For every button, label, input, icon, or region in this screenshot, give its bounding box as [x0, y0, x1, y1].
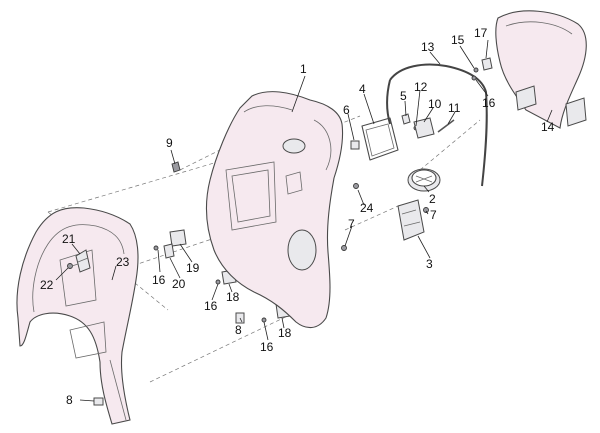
- part-11-pin: [437, 119, 455, 133]
- part-21-bracket: [75, 249, 91, 273]
- part-6-clip: [350, 140, 360, 150]
- callout-labels: 1 2 3 4 5 6 7 7 8 8 9 10 11 12 13 14 15 …: [40, 26, 555, 407]
- callout-12: 12: [414, 80, 428, 94]
- callout-20: 20: [172, 277, 186, 291]
- callout-16-top: 16: [482, 96, 496, 110]
- part-17-clip: [481, 57, 493, 71]
- part-16-screw-d: [471, 75, 477, 81]
- callout-18-lower: 18: [278, 326, 292, 340]
- callout-2: 2: [429, 192, 436, 206]
- callout-leader-lines: [55, 39, 553, 402]
- part-24-screw: [353, 183, 359, 189]
- part-8-clip-bottom: [93, 397, 104, 406]
- callout-8-bottom: 8: [66, 393, 73, 407]
- part-7-screw-left: [341, 245, 347, 251]
- part-14-upper-cover: [495, 10, 587, 129]
- part-15-screw: [473, 67, 479, 73]
- callout-1: 1: [300, 62, 307, 76]
- part-22-screw: [67, 263, 79, 269]
- callout-16-middle: 16: [204, 299, 218, 313]
- callout-9: 9: [166, 136, 173, 150]
- callout-22: 22: [40, 278, 54, 292]
- callout-4: 4: [359, 82, 366, 96]
- callout-23: 23: [116, 255, 130, 269]
- callout-10: 10: [428, 97, 442, 111]
- callout-19: 19: [186, 261, 200, 275]
- callout-7-left: 7: [348, 217, 355, 231]
- callout-16-bottom: 16: [260, 340, 274, 354]
- callout-16-left: 16: [152, 273, 166, 287]
- callout-8-middle: 8: [235, 323, 242, 337]
- callout-5: 5: [400, 89, 407, 103]
- part-16-screw-c: [261, 317, 267, 323]
- part-16-screw-a: [153, 245, 159, 251]
- part-23-front-frame: [16, 207, 139, 425]
- callout-13: 13: [421, 40, 435, 54]
- callout-17: 17: [474, 26, 488, 40]
- part-7-screw-right: [423, 207, 429, 213]
- callout-11: 11: [448, 101, 461, 115]
- part-16-screw-b: [215, 279, 221, 285]
- callout-3: 3: [426, 257, 433, 271]
- callout-7-right: 7: [430, 208, 437, 222]
- part-19-clip: [169, 229, 187, 247]
- part-4-lid-panel: [361, 117, 399, 161]
- callout-24: 24: [360, 201, 374, 215]
- part-2-round-cap: [407, 168, 441, 192]
- callout-6: 6: [343, 103, 350, 117]
- part-20-clip: [163, 243, 175, 259]
- callout-14: 14: [541, 120, 555, 134]
- part-9-screw: [171, 161, 181, 173]
- part-13-seal-strip: [386, 63, 488, 187]
- callout-21: 21: [62, 232, 76, 246]
- part-10-latch: [413, 117, 435, 139]
- part-3-bracket: [397, 199, 425, 241]
- part-1-back-shield: [206, 91, 344, 329]
- callout-18-upper: 18: [226, 290, 240, 304]
- callout-15: 15: [451, 33, 465, 47]
